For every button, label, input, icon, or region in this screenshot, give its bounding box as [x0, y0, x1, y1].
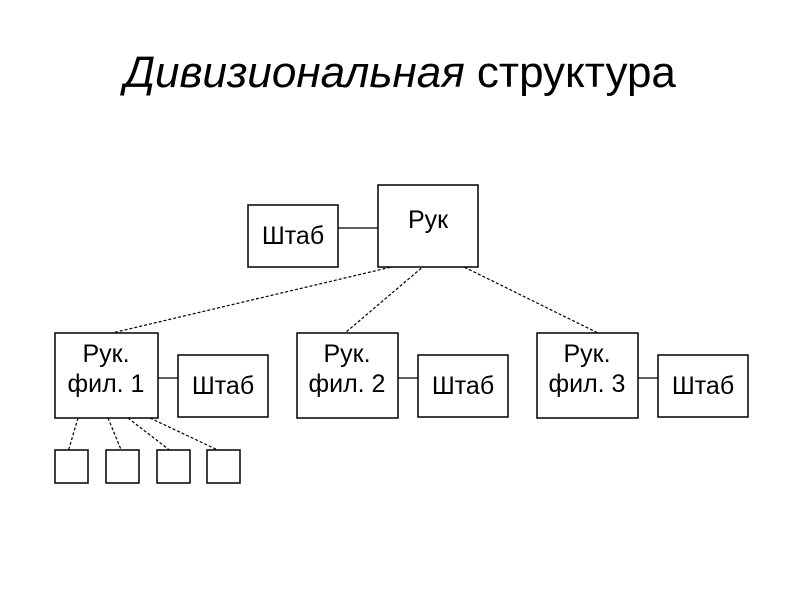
branch-2-line1: Рук. — [323, 340, 370, 368]
sub-unit-4 — [206, 449, 241, 484]
sub-unit-1 — [54, 449, 89, 484]
slide-title: Дивизиональная структура — [0, 48, 800, 98]
connector-sub-3 — [127, 417, 173, 453]
title-regular-part: структура — [464, 48, 676, 97]
branch-2-staff-box — [417, 354, 509, 418]
head-staff-label: Штаб — [262, 222, 324, 250]
branch-2-line2: фил. 2 — [309, 370, 386, 398]
branch-1-staff-box — [177, 354, 269, 418]
branch-1-line1: Рук. — [82, 340, 129, 368]
connector-head-branch-1 — [111, 264, 401, 334]
sub-unit-2 — [105, 449, 140, 484]
branch-1-staff-label: Штаб — [192, 372, 254, 400]
branch-3-staff-label: Штаб — [672, 372, 734, 400]
sub-unit-3 — [156, 449, 191, 484]
branch-3-staff-box — [657, 354, 749, 418]
branch-3-box — [536, 332, 639, 419]
head-box — [377, 184, 479, 268]
title-italic-part: Дивизиональная — [124, 48, 465, 97]
connector-head-branch-2 — [344, 264, 426, 334]
branch-3-line1: Рук. — [563, 340, 610, 368]
branch-1-line2: фил. 1 — [68, 370, 145, 398]
connector-sub-1 — [67, 417, 79, 453]
branch-2-box — [296, 332, 399, 419]
connector-sub-4 — [149, 417, 223, 453]
branch-3-line2: фил. 3 — [549, 370, 626, 398]
branch-2-staff-label: Штаб — [432, 372, 494, 400]
branch-1-box — [54, 332, 159, 419]
head-label: Рук — [408, 206, 449, 234]
head-staff-box — [247, 204, 339, 268]
connector-sub-2 — [107, 417, 123, 453]
connector-head-branch-3 — [459, 264, 599, 334]
